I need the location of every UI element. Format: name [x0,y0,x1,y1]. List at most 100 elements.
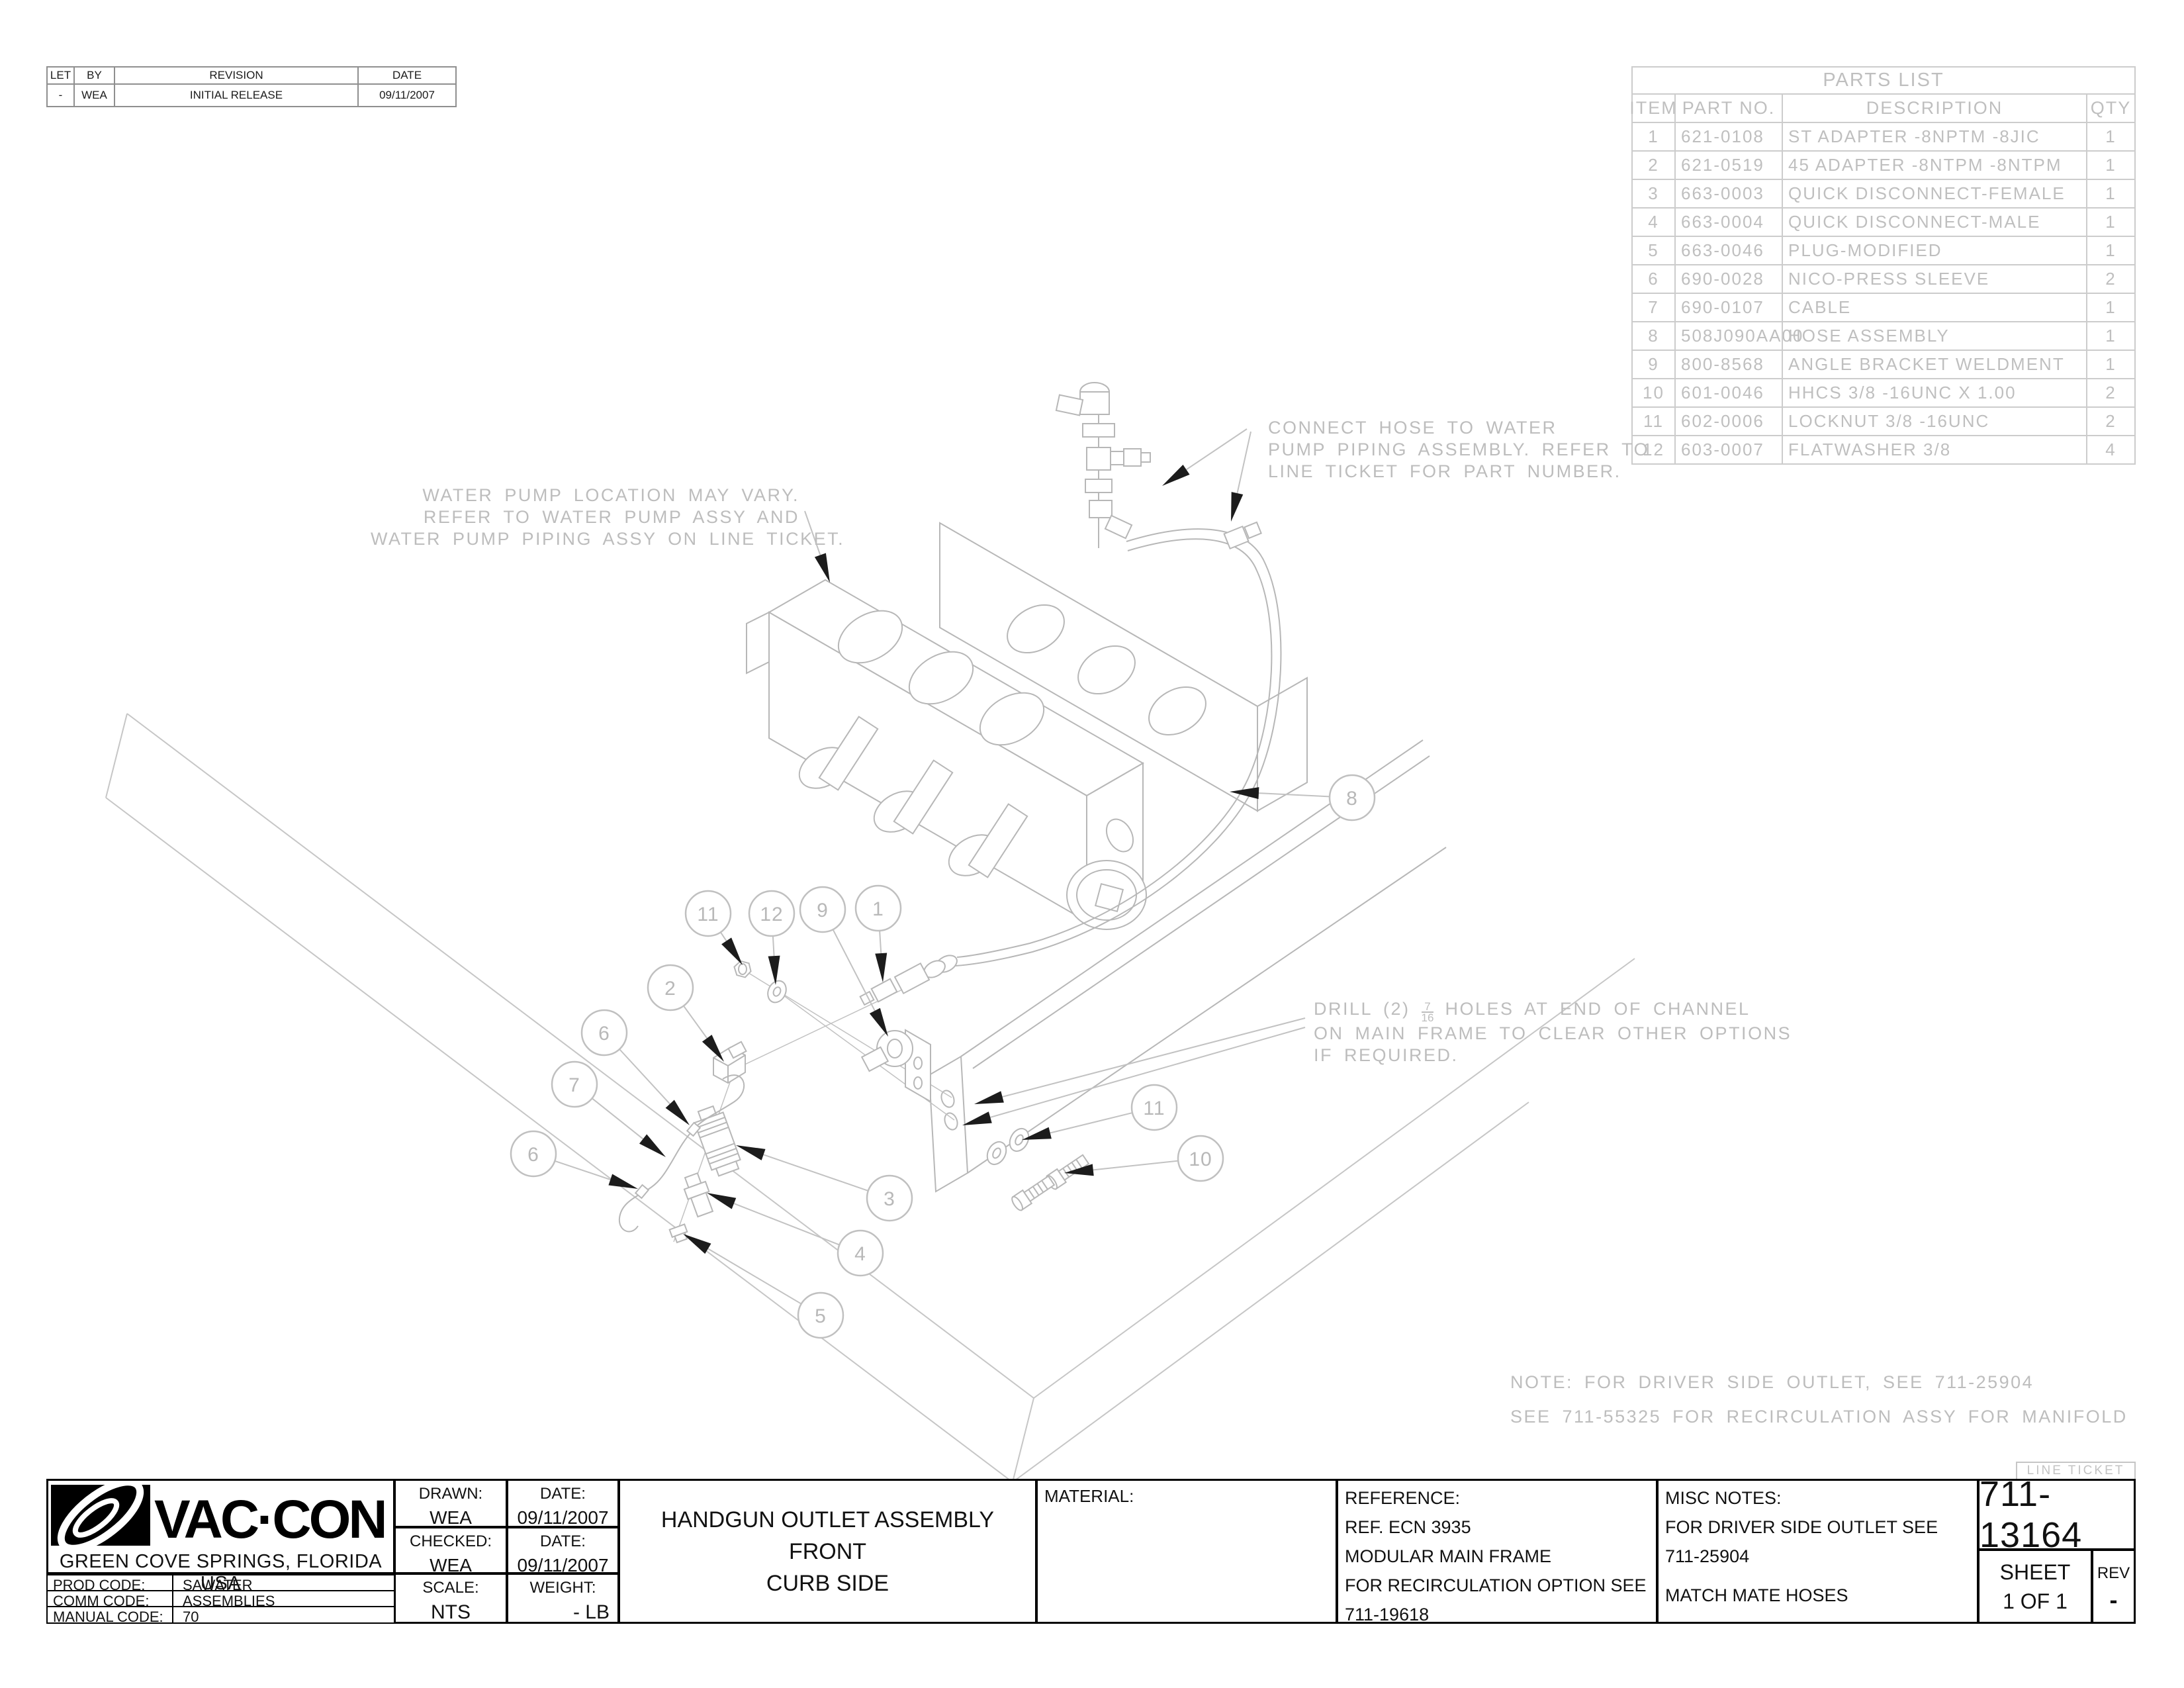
quick-disconnect-male [683,1172,714,1218]
parts-cell-part_no: 508J090AA00 [1674,321,1802,351]
material-label: MATERIAL: [1044,1486,1134,1506]
misc-notes-bottom: MATCH MATE HOSES [1665,1585,1848,1605]
prod-code-value: SAWATER [183,1577,253,1593]
connect-hose-note-line2: PUMP PIPING ASSEMBLY. REFER TO [1268,440,1650,459]
drill-note-post: HOLES AT END OF CHANNEL [1433,999,1751,1019]
drawn-value: WEA [430,1507,472,1528]
note-leader-2-line [1236,431,1251,494]
balloon-callout-9 [799,886,846,933]
parts-cell-part_no: 601-0046 [1674,378,1783,408]
checked-date-value: 09/11/2007 [517,1555,609,1575]
balloon-3-leader-line [763,1154,869,1192]
bottom-note-line1: NOTE: FOR DRIVER SIDE OUTLET, SEE 711-25… [1510,1372,2034,1392]
checked-cell: CHECKED: WEA [394,1526,508,1575]
balloon-3-leader-arrowhead [736,1145,766,1160]
parts-cell-description: QUICK DISCONNECT-FEMALE [1782,179,2087,209]
drawing-title-line1: HANDGUN OUTLET ASSEMBLY FRONT [660,1507,995,1564]
balloon-callout-12 [748,890,796,937]
parts-cell-part_no: 800-8568 [1674,350,1783,379]
plug-modified [668,1223,688,1244]
balloon-callout-11 [1130,1084,1178,1131]
parts-cell-item: 10 [1631,378,1676,408]
parts-cell-description: PLUG-MODIFIED [1782,236,2087,265]
balloon-2-leader-arrowhead [702,1035,724,1062]
drill-note-line2: ON MAIN FRAME TO CLEAR OTHER OPTIONS [1314,1023,1792,1043]
parts-header-description: DESCRIPTION [1782,93,2087,123]
weight-value: - LB [572,1601,610,1623]
checked-date-label: DATE: [540,1532,586,1550]
parts-cell-qty: 2 [2086,406,2136,436]
balloon-1-leader-line [879,930,882,954]
balloon-callout-4 [837,1229,884,1277]
quick-disconnect-female [694,1105,741,1177]
main-frame-lines [105,713,1635,1483]
prod-code-label: PROD CODE: [48,1575,173,1593]
balloon-11-leader-arrowhead [721,937,743,965]
hose-end-fittings [859,521,1262,1006]
balloon-6-leader-arrowhead [608,1174,638,1189]
balloon-4-leader-arrowhead [707,1193,737,1209]
balloon-10-leader-line [1093,1160,1179,1171]
parts-cell-part_no: 690-0028 [1674,264,1783,294]
balloon-2-leader-line [683,1005,708,1039]
revision-table: LET BY REVISION DATE - WEA INITIAL RELEA… [46,66,457,107]
checked-date-cell: DATE: 09/11/2007 [506,1526,619,1575]
parts-cell-description: NICO-PRESS SLEEVE [1782,264,2087,294]
reference-cell: REFERENCE: REF. ECN 3935 MODULAR MAIN FR… [1336,1479,1658,1624]
angle-bracket-weldment [860,1029,931,1103]
bottom-note: NOTE: FOR DRIVER SIDE OUTLET, SEE 711-25… [1510,1365,2128,1434]
note-leader-4-arrowhead [962,1111,992,1125]
balloon-callout-2 [647,964,694,1011]
drawn-label: DRAWN: [418,1485,483,1503]
parts-cell-qty: 1 [2086,179,2136,209]
drawn-date-label: DATE: [540,1485,586,1503]
balloon-9-leader-arrowhead [869,1008,888,1037]
balloon-4-leader-line [733,1203,840,1246]
parts-cell-item: 1 [1631,122,1676,152]
reference-line: MODULAR MAIN FRAME [1345,1546,1552,1566]
parts-cell-item: 7 [1631,293,1676,322]
balloon-number: 4 [854,1243,866,1265]
parts-cell-description: ANGLE BRACKET WELDMENT [1782,350,2087,379]
note-leader-1-line [1185,428,1248,471]
parts-cell-qty: 1 [2086,236,2136,265]
prod-code-row: PROD CODE: SAWATER [46,1574,395,1593]
balloon-callout-8 [1328,774,1376,821]
balloon-11-leader-line [720,931,727,941]
balloon-12-leader-arrowhead [768,955,780,985]
adapter-45-elbow [713,1041,747,1084]
parts-header-item: ITEM [1629,93,1676,123]
reference-label: REFERENCE: [1345,1488,1461,1508]
parts-cell-qty: 1 [2086,293,2136,322]
parts-cell-qty: 4 [2086,435,2136,465]
balloon-number: 3 [884,1188,895,1210]
balloon-1-leader-arrowhead [875,953,887,982]
scale-cell: SCALE: NTS [394,1573,508,1624]
balloon-callout-11 [684,890,732,937]
rev-row-by: WEA [73,83,115,107]
drill-fraction-num: 7 [1421,1001,1434,1013]
balloon-5-leader-line [707,1248,802,1305]
comm-code-row: COMM CODE: ASSEMBLIES [46,1590,395,1609]
sheet-value: 1 OF 1 [2003,1589,2068,1613]
rev-header-revision: REVISION [114,66,359,85]
bottom-note-line2: SEE 711-55325 FOR RECIRCULATION ASSY FOR… [1510,1407,2128,1427]
parts-cell-part_no: 690-0107 [1674,293,1783,322]
drawing-title-line2: CURB SIDE [766,1570,889,1596]
balloon-8-leader-line [1258,792,1330,798]
misc-notes-line: FOR DRIVER SIDE OUTLET SEE [1665,1517,1938,1537]
balloon-number: 7 [569,1074,580,1096]
drill-note-pre: DRILL (2) [1314,999,1422,1019]
weight-cell: WEIGHT: - LB [506,1573,619,1624]
misc-notes-line: 711-25904 [1665,1546,1750,1566]
balloon-callout-7 [551,1060,598,1108]
parts-cell-qty: 1 [2086,321,2136,351]
water-pump-note-line3: WATER PUMP PIPING ASSY ON LINE TICKET. [371,529,845,549]
parts-cell-description: QUICK DISCONNECT-MALE [1782,207,2087,237]
parts-cell-description: ST ADAPTER -8NPTM -8JIC [1782,122,2087,152]
reference-line: 711-19618 [1345,1605,1430,1624]
parts-cell-item: 6 [1631,264,1676,294]
balloon-number: 6 [527,1144,539,1166]
